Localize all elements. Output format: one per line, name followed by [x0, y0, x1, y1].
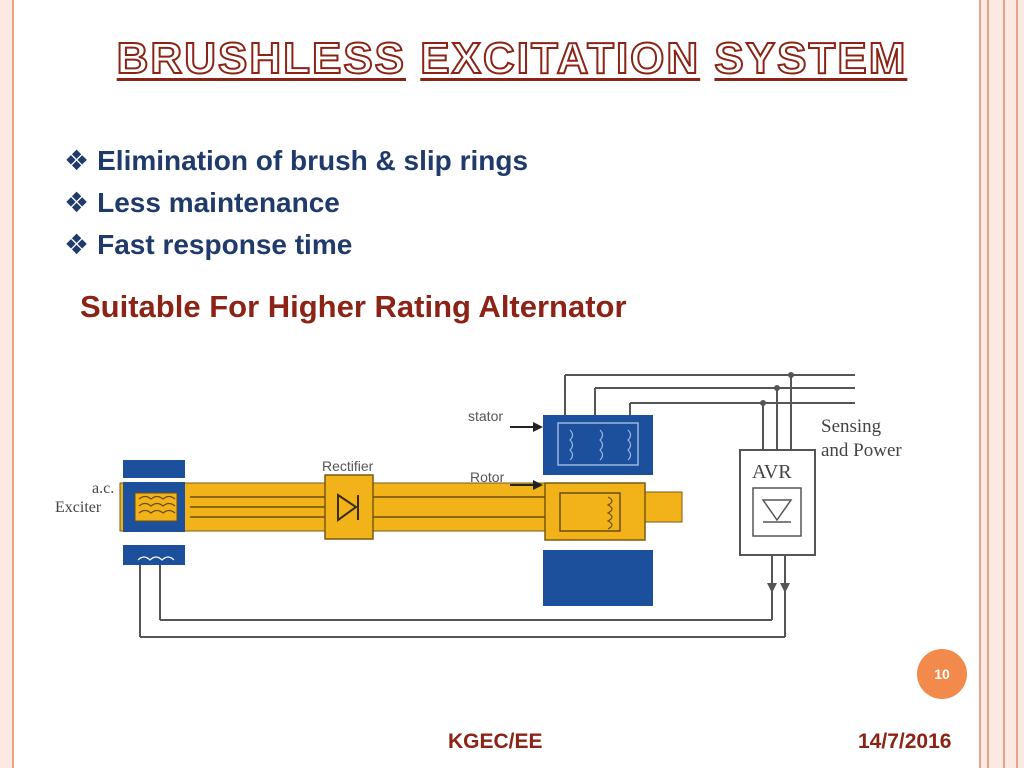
right-border-stripe: [1003, 0, 1005, 768]
sensing-label-line1: Sensing: [821, 416, 882, 437]
ac-exciter: [123, 460, 185, 565]
exciter-label-line2: Exciter: [55, 499, 102, 516]
label-arrows: [510, 422, 543, 490]
title-word: BRUSHLESS: [116, 33, 407, 84]
alternator: [543, 415, 653, 606]
diamond-bullet-icon: ❖: [64, 228, 90, 261]
bullet-item: ❖Elimination of brush & slip rings: [64, 140, 528, 182]
stator-label: stator: [468, 408, 503, 424]
footer-center: KGEC/EE: [448, 730, 543, 753]
diamond-bullet-icon: ❖: [64, 186, 90, 219]
rectifier-label: Rectifier: [322, 458, 374, 474]
rotor-label: Rotor: [470, 469, 505, 485]
downward-arrows: [767, 583, 790, 593]
footer-date: 14/7/2016: [858, 730, 952, 753]
bullet-item: ❖Less maintenance: [64, 182, 528, 224]
slide-title: BRUSHLESS EXCITATION SYSTEM: [0, 33, 1024, 84]
bullet-text: Elimination of brush & slip rings: [97, 145, 529, 176]
exciter-label-line1: a.c.: [92, 480, 114, 497]
title-word: EXCITATION: [419, 33, 701, 84]
wiring: [139, 374, 855, 638]
subheading: Suitable For Higher Rating Alternator: [80, 289, 627, 324]
right-border-stripe: [1016, 0, 1018, 768]
bullet-text: Less maintenance: [97, 187, 340, 218]
sensing-label-line2: and Power: [821, 440, 902, 461]
diamond-bullet-icon: ❖: [64, 144, 90, 177]
title-word: SYSTEM: [713, 33, 908, 84]
brushless-excitation-diagram: stator Rotor Rectifier a.c. Exciter Sens…: [55, 372, 902, 638]
slide-number-badge: 10: [917, 649, 967, 699]
bullet-item: ❖Fast response time: [64, 224, 528, 266]
junction-dots: [760, 372, 794, 406]
slide-frame: [12, 0, 981, 768]
avr-label: AVR: [752, 461, 792, 483]
bullet-text: Fast response time: [97, 229, 353, 260]
bullet-list: ❖Elimination of brush & slip rings ❖Less…: [64, 140, 528, 266]
right-border-stripe: [987, 0, 989, 768]
rectifier-diode-icon: [337, 493, 359, 522]
avr-box: [739, 449, 816, 556]
